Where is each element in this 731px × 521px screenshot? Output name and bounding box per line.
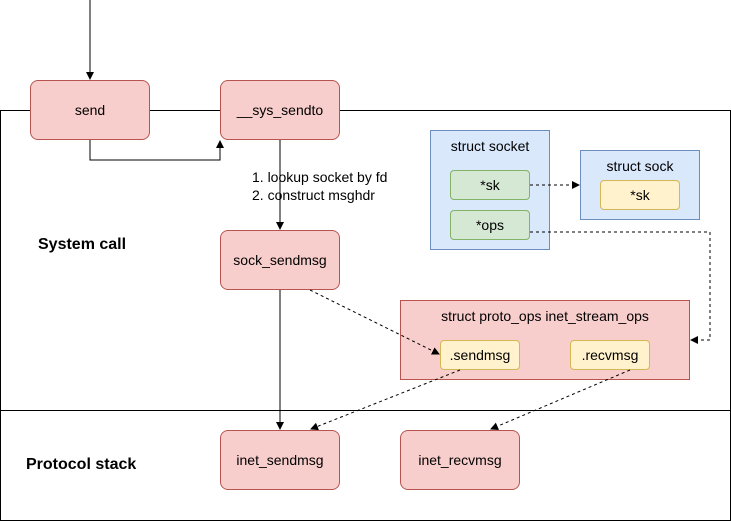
send-to-sys-sendto-arrow	[89, 140, 224, 161]
proto-ops-sendmsg-field: .sendmsg	[440, 340, 520, 370]
inet-sendmsg-node: inet_sendmsg	[220, 430, 340, 490]
step-lookup-socket: 1. lookup socket by fd	[252, 169, 388, 185]
sys-sendto-node: __sys_sendto	[220, 80, 340, 140]
recvmsg-field-to-inet-recvmsg-arrow	[490, 369, 631, 430]
socket-ops-to-proto-ops-arrow	[530, 231, 711, 344]
send-node: send	[30, 80, 150, 140]
step-construct-msghdr: 2. construct msghdr	[252, 187, 375, 203]
proto-ops-recvmsg-field: .recvmsg	[570, 340, 650, 370]
sock-sendmsg-to-sendmsg-field-arrow	[309, 289, 440, 355]
protocol-stack-layer	[0, 410, 731, 521]
proto-ops-title: struct proto_ops inet_stream_ops	[441, 308, 649, 324]
protocol-stack-label: Protocol stack	[26, 456, 137, 473]
socket-sk-field: *sk	[450, 170, 530, 200]
socket-ops-field: *ops	[450, 210, 530, 240]
sock-sendmsg-node: sock_sendmsg	[220, 230, 340, 290]
system-call-label: System call	[38, 236, 127, 253]
inet-recvmsg-node: inet_recvmsg	[400, 430, 520, 490]
sock-sk-field: *sk	[600, 180, 680, 210]
struct-socket-title: struct socket	[450, 138, 530, 154]
struct-sock-title: struct sock	[606, 158, 674, 174]
sendmsg-field-to-inet-sendmsg-arrow	[310, 369, 461, 431]
